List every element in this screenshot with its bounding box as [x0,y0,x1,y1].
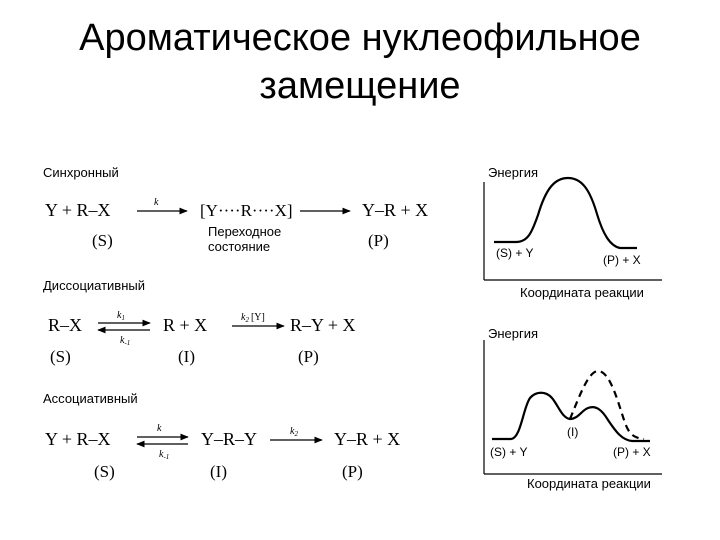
diss-intermediate: R + X [163,315,207,335]
diss-label-s: (S) [50,347,71,366]
plot2-alternative-curve [568,369,645,441]
plot1-start-label: (S) + Y [496,246,533,260]
plot2-ylabel: Энергия [488,326,538,341]
sync-reactants: Y + R–X [45,200,111,220]
diss-heading: Диссоциативный [43,278,145,293]
plot1-end-label: (P) + X [603,253,641,267]
title-line-1: Ароматическое нуклеофильное [79,17,641,59]
plot1-xlabel: Координата реакции [520,285,644,300]
assoc-intermediate: Y–R–Y [201,429,257,449]
slide-title: Ароматическое нуклеофильное замещение [0,14,720,110]
diss-k1: k1 [117,310,125,322]
sync-products: Y–R + X [362,200,428,220]
title-line-2: замещение [259,65,461,107]
assoc-k-minus1: k-1 [159,449,169,461]
assoc-k: k [157,423,162,434]
sync-label-s: (S) [92,231,113,250]
assoc-label-i: (I) [210,462,227,481]
sync-label-p: (P) [368,231,389,250]
diss-reactant: R–X [48,315,82,335]
plot2-start-label: (S) + Y [490,445,527,459]
energy-plot-1: Энергия Координата реакции (S) + Y (P) +… [483,165,662,300]
plot2-intermediate-label: (I) [567,425,578,439]
sync-ts-label-2: состояние [208,239,270,254]
assoc-reactants: Y + R–X [45,429,111,449]
sync-transition-state: [Y····R····X] [200,201,293,220]
diss-label-p: (P) [298,347,319,366]
diss-k2: k2[Y] [241,312,265,324]
assoc-heading: Ассоциативный [43,391,138,406]
diss-products: R–Y + X [290,315,356,335]
diss-label-i: (I) [178,347,195,366]
assoc-label-p: (P) [342,462,363,481]
plot1-energy-curve [494,176,637,250]
assoc-k2: k2 [290,426,298,438]
assoc-products: Y–R + X [334,429,400,449]
plot1-ylabel: Энергия [488,165,538,180]
sync-heading: Синхронный [43,165,119,180]
plot2-end-label: (P) + X [613,445,651,459]
energy-plot-2: Энергия Координата реакции (S) + Y (I) (… [483,326,662,491]
plot2-xlabel: Координата реакции [527,476,651,491]
sync-ts-label-1: Переходное [208,224,281,239]
diss-k-minus1: k-1 [120,335,130,347]
assoc-label-s: (S) [94,462,115,481]
sync-k: k [154,197,159,208]
